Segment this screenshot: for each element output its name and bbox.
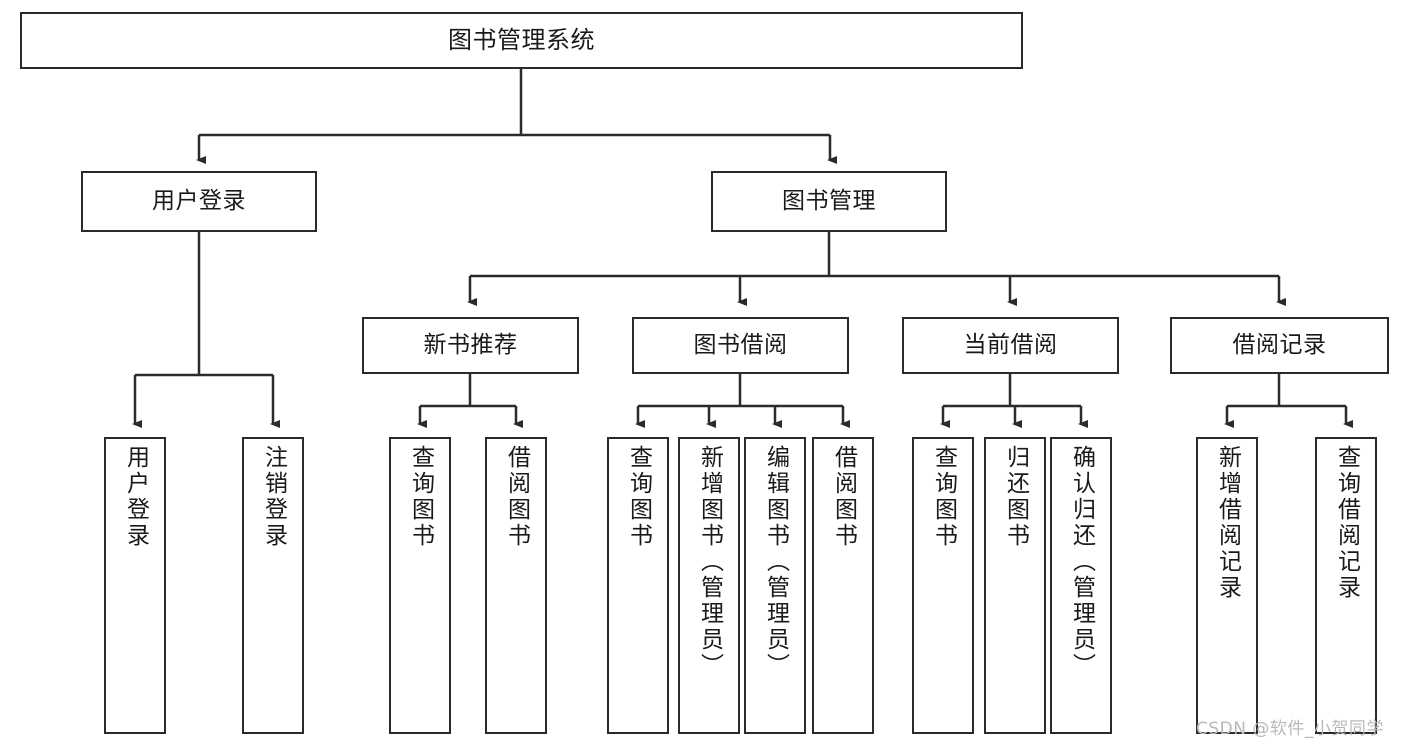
node-leaf-add-borrow-record-label: 新增借阅记录 — [1214, 445, 1241, 601]
node-leaf-edit-book-admin[interactable]: 编辑图书（管理员） — [744, 437, 806, 734]
node-borrow-record[interactable]: 借阅记录 — [1170, 317, 1389, 374]
node-leaf-add-book-admin[interactable]: 新增图书（管理员） — [678, 437, 740, 734]
node-book-borrow[interactable]: 图书借阅 — [632, 317, 849, 374]
node-borrow-record-label: 借阅记录 — [1232, 331, 1327, 358]
node-current-borrow[interactable]: 当前借阅 — [902, 317, 1119, 374]
node-leaf-confirm-return-admin-label: 确认归还（管理员） — [1068, 445, 1095, 679]
node-leaf-borrow-book-2-label: 借阅图书 — [830, 445, 857, 549]
node-leaf-query-book-1-label: 查询图书 — [407, 445, 434, 549]
node-leaf-confirm-return-admin[interactable]: 确认归还（管理员） — [1050, 437, 1112, 734]
node-leaf-query-book-3-label: 查询图书 — [930, 445, 957, 549]
node-root[interactable]: 图书管理系统 — [20, 12, 1023, 69]
node-leaf-borrow-book-1-label: 借阅图书 — [503, 445, 530, 549]
node-leaf-edit-book-admin-label: 编辑图书（管理员） — [762, 445, 789, 679]
node-leaf-user-logout[interactable]: 注销登录 — [242, 437, 304, 734]
node-book-manage[interactable]: 图书管理 — [711, 171, 947, 232]
node-user-login[interactable]: 用户登录 — [81, 171, 317, 232]
node-leaf-user-logout-label: 注销登录 — [260, 445, 287, 549]
node-leaf-add-borrow-record[interactable]: 新增借阅记录 — [1196, 437, 1258, 734]
node-user-login-label: 用户登录 — [152, 187, 246, 214]
node-book-borrow-label: 图书借阅 — [693, 331, 788, 358]
node-leaf-query-book-1[interactable]: 查询图书 — [389, 437, 451, 734]
node-leaf-add-book-admin-label: 新增图书（管理员） — [696, 445, 723, 679]
node-leaf-return-book[interactable]: 归还图书 — [984, 437, 1046, 734]
watermark: CSDN @软件_小贺同学 — [1196, 719, 1384, 739]
node-leaf-query-borrow-record[interactable]: 查询借阅记录 — [1315, 437, 1377, 734]
node-leaf-user-login-label: 用户登录 — [122, 445, 149, 549]
node-book-manage-label: 图书管理 — [782, 187, 876, 214]
node-new-book-recommend-label: 新书推荐 — [423, 331, 518, 358]
node-leaf-borrow-book-2[interactable]: 借阅图书 — [812, 437, 874, 734]
node-leaf-return-book-label: 归还图书 — [1002, 445, 1029, 549]
node-leaf-query-book-2-label: 查询图书 — [625, 445, 652, 549]
node-leaf-query-borrow-record-label: 查询借阅记录 — [1333, 445, 1360, 601]
node-leaf-borrow-book-1[interactable]: 借阅图书 — [485, 437, 547, 734]
node-leaf-query-book-3[interactable]: 查询图书 — [912, 437, 974, 734]
node-leaf-user-login[interactable]: 用户登录 — [104, 437, 166, 734]
node-new-book-recommend[interactable]: 新书推荐 — [362, 317, 579, 374]
node-current-borrow-label: 当前借阅 — [963, 331, 1058, 358]
node-leaf-query-book-2[interactable]: 查询图书 — [607, 437, 669, 734]
node-root-label: 图书管理系统 — [448, 26, 595, 55]
